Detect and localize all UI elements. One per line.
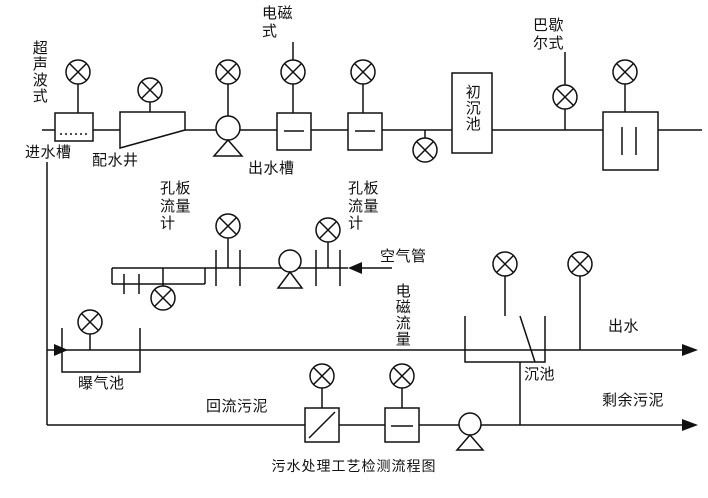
pump-icon (455, 412, 485, 451)
label-distribution-well: 配水井 (92, 151, 139, 169)
orifice-plate-icon (215, 250, 341, 286)
air-arrow-icon (348, 262, 362, 274)
flow-arrows (54, 262, 698, 431)
valve-box-mark (308, 411, 336, 439)
sensor-icon-em-flow (389, 363, 415, 389)
sensor-icon-main-line (412, 137, 438, 163)
sensor-icon-effluent-line (567, 251, 593, 277)
label-inlet-channel: 进水槽 (24, 143, 73, 162)
parshall-flume-box (602, 111, 659, 171)
parshall-flume-marks (621, 127, 637, 155)
diagram-caption: 污水处理工艺检测流程图 (271, 459, 437, 475)
sensor-icon-pump-line (215, 59, 241, 85)
label-settling-tank: 沉池 (524, 365, 556, 383)
label-ultrasonic-type: 超声波式 (30, 40, 49, 104)
label-parshall-type: 巴歇尔式 (533, 16, 565, 52)
sensor-icon-air-manifold (150, 285, 176, 311)
sensor-icon-distribution-well (137, 77, 163, 103)
sensor-icon-electromagnetic (280, 59, 306, 85)
sensor-icon-aeration-tank (77, 309, 103, 335)
settling-tank-shape (464, 315, 546, 363)
label-orifice-flowmeter-right: 孔板流量计 (348, 179, 380, 233)
sensor-icon-parshall (552, 84, 578, 110)
label-outlet-channel: 出水槽 (248, 159, 295, 177)
inlet-channel-box (54, 112, 94, 142)
em-flowmeter-box (384, 407, 420, 443)
sensor-icon-orifice-right (315, 217, 341, 243)
label-electromagnetic-flow: 电磁流量 (393, 283, 412, 347)
distribution-well-shape (119, 111, 186, 149)
sensor-icon-settling-tank (492, 251, 518, 277)
primary-settling-tank-box (451, 72, 493, 154)
label-effluent: 出水 (608, 317, 640, 335)
pipe-lines (42, 42, 702, 426)
label-orifice-flowmeter-left: 孔板流量计 (160, 179, 192, 233)
label-air-pipe: 空气管 (380, 247, 427, 265)
sensor-icon-valve (309, 363, 335, 389)
sensor-icon-flume-box (612, 59, 638, 85)
pump-icon (276, 249, 304, 289)
label-primary-settling-tank: 初沉池 (463, 84, 482, 132)
effluent-arrow-icon (682, 344, 698, 356)
label-return-sludge: 回流污泥 (206, 397, 269, 415)
label-excess-sludge: 剩余污泥 (602, 391, 665, 409)
label-aeration-tank: 曝气池 (78, 374, 125, 392)
inflow-arrow-icon (54, 344, 68, 356)
excess-sludge-arrow-icon (682, 419, 698, 431)
sensor-icon-orifice-left (215, 213, 241, 239)
sensor-icon-ultrasonic (65, 59, 91, 85)
sensor-icon-outlet-channel (350, 59, 376, 85)
pump-icon (212, 115, 244, 157)
label-electromagnetic-type: 电磁式 (262, 4, 294, 40)
